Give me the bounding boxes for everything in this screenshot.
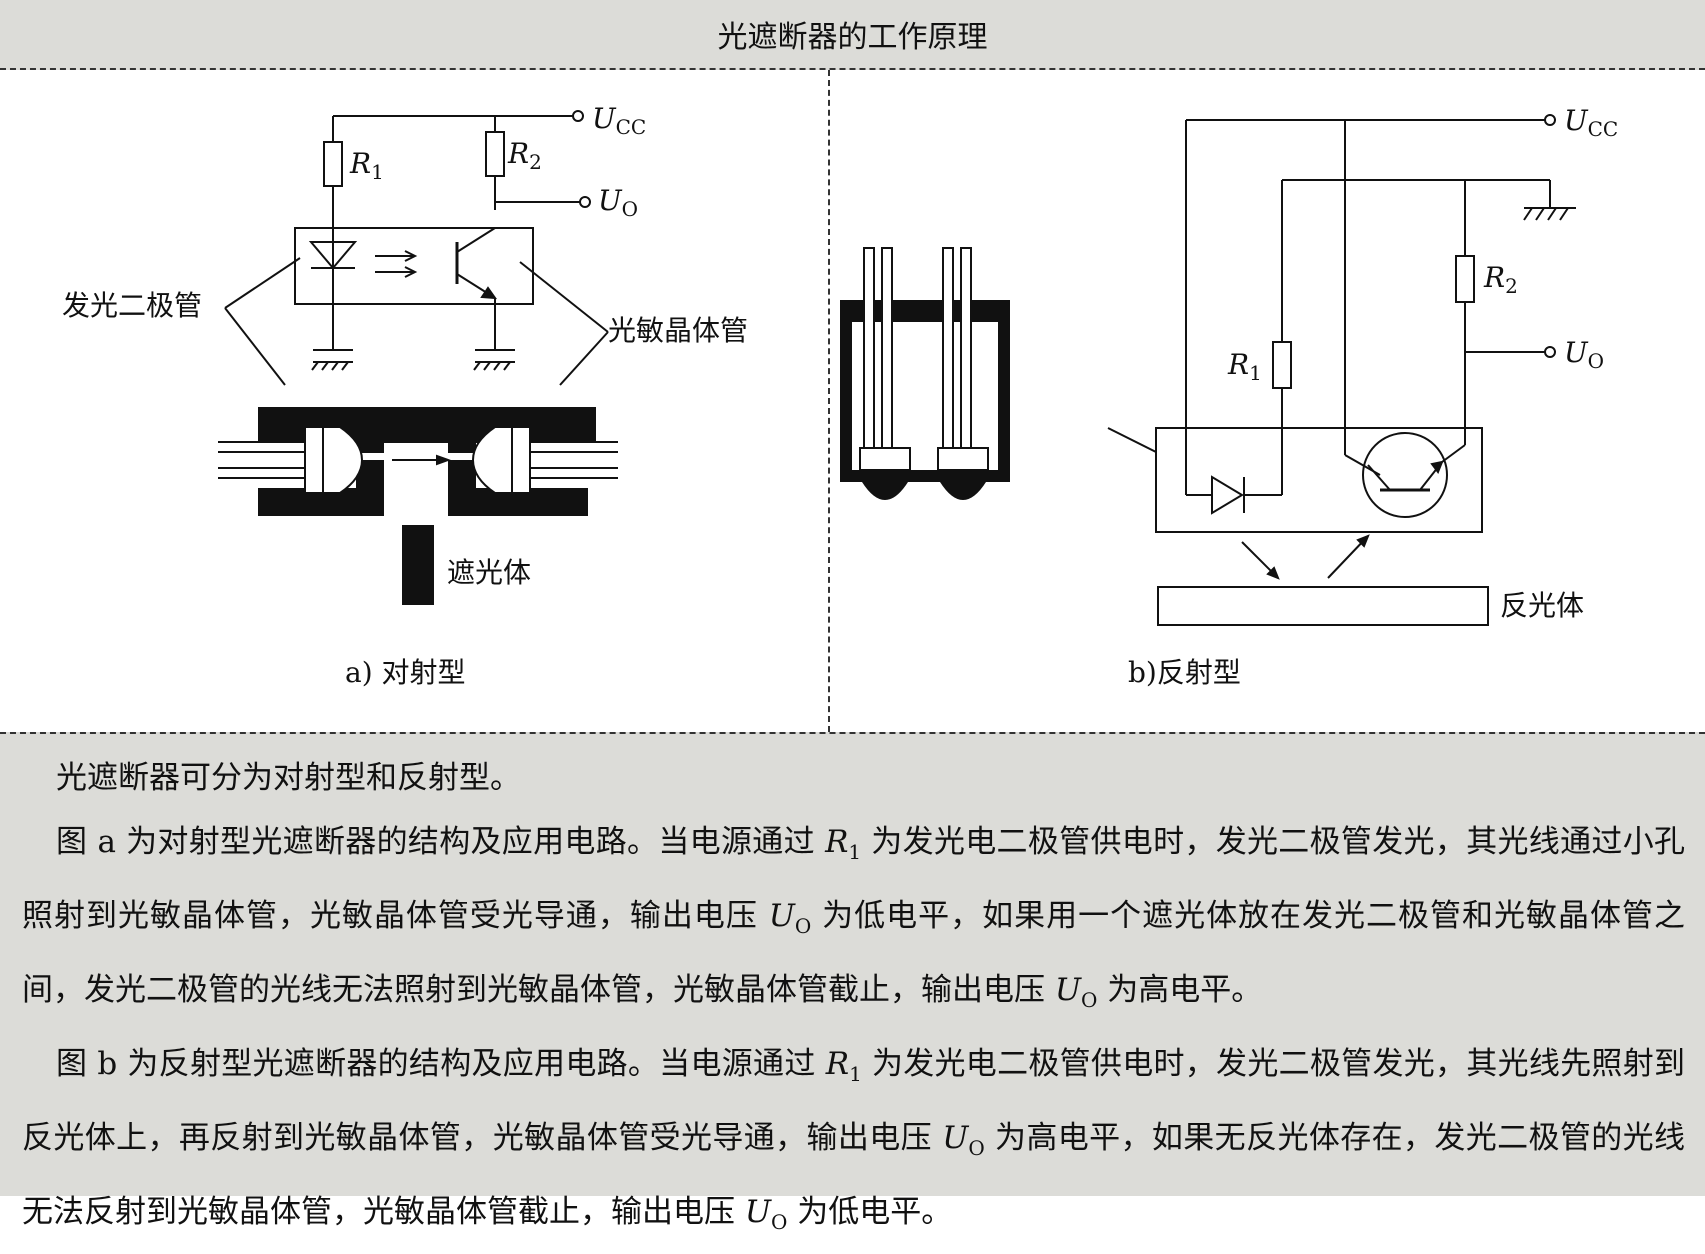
description-box: 光遮断器可分为对射型和反射型。 图 a 为对射型光遮断器的结构及应用电路。当电源…	[0, 732, 1705, 1234]
through-beam-diagram: UCC R1 R2 UO	[62, 102, 748, 689]
led-symbol	[1211, 475, 1244, 515]
ucc-terminal	[1544, 114, 1556, 126]
led-symbol	[308, 241, 358, 270]
paragraph-through-beam: 图 a 为对射型光遮断器的结构及应用电路。当电源通过 R1 为发光电二极管供电时…	[22, 824, 1685, 1012]
resistor-r1	[1272, 341, 1292, 389]
reflective-diagram: UCC R1 R2 UO	[840, 104, 1618, 689]
uo-terminal	[579, 196, 591, 208]
led-body	[218, 426, 364, 494]
page-title: 光遮断器的工作原理	[0, 0, 1705, 70]
r1-label: R1	[1227, 348, 1262, 385]
paragraph-reflective: 图 b 为反射型光遮断器的结构及应用电路。当电源通过 R1 为发光电二极管供电时…	[22, 1046, 1685, 1234]
caption-b: b)反射型	[1128, 656, 1241, 689]
resistor-r2	[485, 131, 505, 177]
r1-label: R1	[349, 147, 384, 184]
title-text: 光遮断器的工作原理	[717, 20, 988, 55]
phototransistor-symbol	[1362, 432, 1448, 518]
ucc-label: UCC	[1564, 104, 1618, 141]
sensor-package	[1155, 427, 1483, 533]
uo-label: UO	[598, 184, 638, 221]
phototransistor-label: 光敏晶体管	[608, 314, 748, 347]
reflector-label: 反光体	[1500, 589, 1584, 622]
ucc-label: UCC	[592, 102, 646, 139]
paragraph-intro: 光遮断器可分为对射型和反射型。	[56, 760, 521, 796]
r2-label: R2	[507, 137, 542, 174]
resistor-r1	[323, 141, 343, 187]
uo-label: UO	[1564, 336, 1604, 373]
led-label: 发光二极管	[62, 289, 202, 322]
reflector	[1157, 586, 1489, 626]
panel-a-through-beam: UCC R1 R2 UO	[0, 70, 830, 732]
optocoupler-package	[294, 227, 534, 305]
light-blocker	[402, 525, 434, 605]
r2-label: R2	[1483, 261, 1518, 298]
phototransistor-body	[471, 426, 618, 494]
reflective-sensor-device	[840, 247, 1010, 500]
resistor-r2	[1455, 255, 1475, 303]
ucc-terminal	[572, 110, 584, 122]
uo-terminal	[1544, 346, 1556, 358]
blocker-label: 遮光体	[447, 556, 531, 589]
panel-b-reflective: UCC R1 R2 UO	[830, 70, 1705, 732]
caption-a: a) 对射型	[345, 656, 466, 689]
